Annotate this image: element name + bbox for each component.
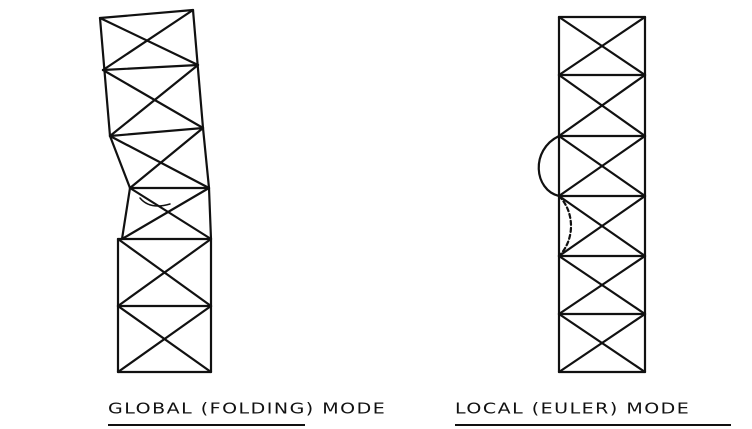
local-horizontals [559,75,645,314]
global-mode-truss [100,10,211,372]
local-mode-caption: LOCAL (EULER) MODE [455,400,690,418]
global-fold-zone [110,136,211,239]
global-mode-caption: GLOBAL (FOLDING) MODE [108,400,386,418]
local-mode-truss [539,17,645,372]
global-lower-panels [118,239,211,372]
global-caption-underline [108,424,305,426]
global-upper-panels [100,10,209,188]
local-frame [559,17,645,372]
local-caption-underline [455,424,731,426]
local-diagonals [559,17,645,372]
